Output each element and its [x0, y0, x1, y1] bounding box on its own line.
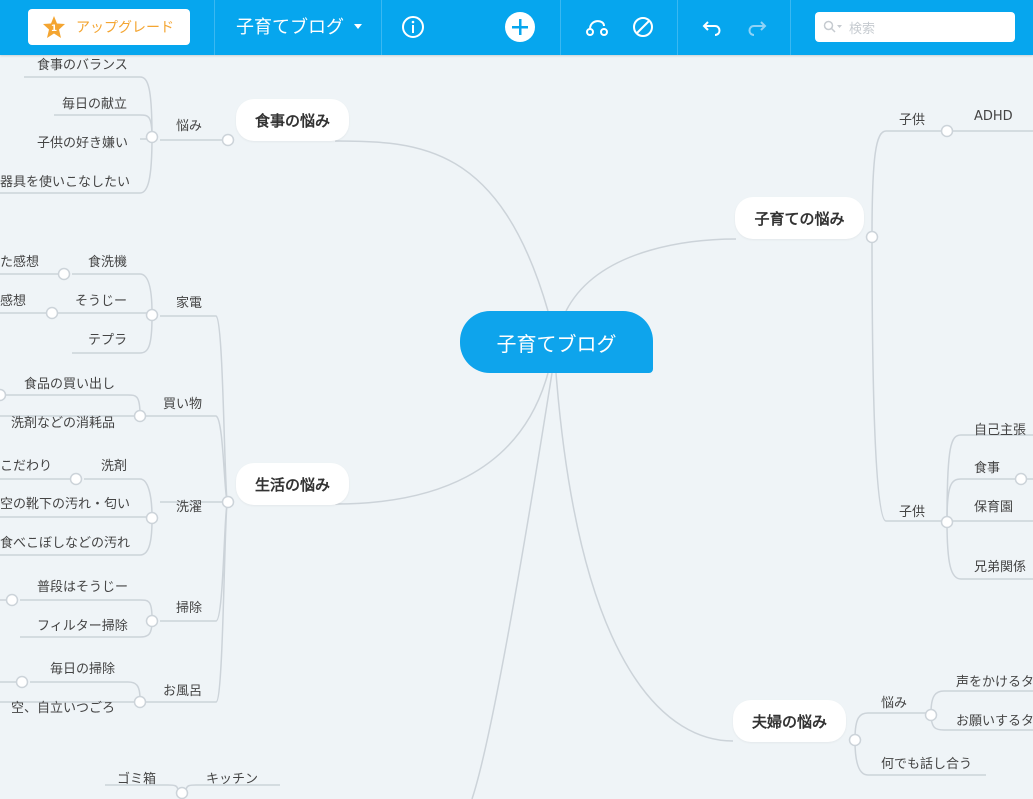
- connector-dot: [0, 388, 7, 402]
- node-siblings[interactable]: 兄弟関係: [974, 560, 1027, 575]
- connector-dot: [45, 306, 59, 320]
- upgrade-button[interactable]: 1 アップグレード: [28, 9, 190, 45]
- topic-life-worries[interactable]: 生活の悩み: [236, 463, 349, 505]
- node-consumables[interactable]: 洗剤などの消耗品: [11, 416, 116, 431]
- node-kitchen-tools[interactable]: 器具を使いこなしたい: [0, 175, 131, 190]
- node-dishwasher-impression[interactable]: た感想: [0, 255, 40, 270]
- toolbar: 1 アップグレード 子育てブログ 検索: [0, 0, 1033, 55]
- toolbar-divider: [677, 0, 678, 55]
- node-tepra[interactable]: テプラ: [88, 333, 128, 348]
- connector-dot: [865, 230, 879, 244]
- map-title-dropdown[interactable]: 子育てブログ: [236, 13, 362, 39]
- node-vacuum-impression[interactable]: 感想: [0, 294, 27, 309]
- topic-couple-worries[interactable]: 夫婦の悩み: [733, 700, 846, 742]
- connector-dot: [1014, 472, 1028, 486]
- chevron-down-icon: [354, 23, 362, 29]
- svg-text:1: 1: [51, 24, 57, 34]
- node-child[interactable]: 子供: [899, 113, 926, 128]
- node-grocery[interactable]: 食品の買い出し: [24, 377, 116, 392]
- root-topic[interactable]: 子育てブログ: [460, 311, 653, 373]
- mindmap-canvas[interactable]: 子育てブログ 食事の悩み 生活の悩み 子育ての悩み 夫婦の悩み 悩み 食事のバラ…: [0, 55, 1033, 799]
- node-calling-timing[interactable]: 声をかけるタ: [956, 675, 1033, 690]
- undo-icon[interactable]: [699, 13, 727, 41]
- search-icon: [823, 20, 842, 33]
- connector-dot: [69, 472, 83, 486]
- node-laundry[interactable]: 洗濯: [176, 500, 203, 515]
- block-icon[interactable]: [629, 13, 657, 41]
- node-nursery[interactable]: 保育園: [974, 500, 1014, 515]
- connector-dot: [848, 733, 862, 747]
- node-kitchen[interactable]: キッチン: [206, 772, 259, 787]
- connector-dot: [145, 130, 159, 144]
- connector-dot: [175, 786, 189, 799]
- node-daily-menu[interactable]: 毎日の献立: [62, 97, 128, 112]
- node-appliances[interactable]: 家電: [176, 296, 203, 311]
- node-trash-can[interactable]: ゴミ箱: [117, 772, 157, 787]
- connector-dot: [940, 515, 954, 529]
- node-cleaning[interactable]: 掃除: [176, 601, 203, 616]
- map-title: 子育てブログ: [236, 17, 344, 38]
- topic-food-worries[interactable]: 食事の悩み: [236, 99, 349, 141]
- node-adhd[interactable]: ADHD: [974, 109, 1013, 124]
- upgrade-label: アップグレード: [76, 20, 174, 36]
- node-detergent[interactable]: 洗剤: [101, 459, 128, 474]
- search-placeholder: 検索: [849, 21, 876, 37]
- connector-dot: [221, 133, 235, 147]
- node-independence[interactable]: 空、自立いつごろ: [11, 701, 116, 716]
- node-sock-stains[interactable]: 空の靴下の汚れ・匂い: [0, 497, 131, 512]
- node-worry[interactable]: 悩み: [881, 696, 908, 711]
- node-daily-vacuum[interactable]: 普段はそうじー: [37, 580, 129, 595]
- info-icon[interactable]: [399, 13, 427, 41]
- toolbar-divider: [214, 0, 215, 55]
- node-daily-cleaning[interactable]: 毎日の掃除: [50, 662, 116, 677]
- node-vacuum[interactable]: そうじー: [75, 294, 128, 309]
- connector-dot: [145, 614, 159, 628]
- node-child[interactable]: 子供: [899, 505, 926, 520]
- connect-icon[interactable]: [583, 13, 611, 41]
- add-icon[interactable]: [504, 11, 536, 43]
- node-food-stains[interactable]: 食べこぼしなどの汚れ: [0, 536, 131, 551]
- node-filter-cleaning[interactable]: フィルター掃除: [37, 619, 128, 634]
- connector-dot: [145, 308, 159, 322]
- toolbar-divider: [381, 0, 382, 55]
- connector-dot: [57, 267, 71, 281]
- node-asking-timing[interactable]: お願いするタ: [956, 714, 1033, 729]
- node-dishwasher[interactable]: 食洗機: [88, 255, 128, 270]
- node-shopping[interactable]: 買い物: [163, 397, 203, 412]
- toolbar-divider: [790, 0, 791, 55]
- topic-childcare-worries[interactable]: 子育ての悩み: [735, 197, 864, 239]
- redo-icon[interactable]: [742, 13, 770, 41]
- connector-dot: [133, 695, 147, 709]
- connector-dot: [924, 708, 938, 722]
- connector-dot: [133, 409, 147, 423]
- node-self-assertion[interactable]: 自己主張: [974, 423, 1027, 438]
- connector-dot: [15, 675, 29, 689]
- connector-dot: [5, 593, 19, 607]
- node-bath[interactable]: お風呂: [163, 684, 203, 699]
- connector-dot: [145, 511, 159, 525]
- star-badge-icon: 1: [43, 16, 65, 38]
- node-meal-balance[interactable]: 食事のバランス: [37, 58, 128, 73]
- node-worry[interactable]: 悩み: [176, 119, 203, 134]
- node-meals[interactable]: 食事: [974, 461, 1001, 476]
- node-talk-everything[interactable]: 何でも話し合う: [881, 757, 973, 772]
- mindmap-links: [0, 76, 1033, 799]
- node-detergent-preference[interactable]: こだわり: [0, 459, 53, 474]
- toolbar-divider: [560, 0, 561, 55]
- connector-dot: [221, 495, 235, 509]
- search-field[interactable]: 検索: [815, 12, 1015, 42]
- node-picky-eating[interactable]: 子供の好き嫌い: [37, 136, 129, 151]
- connector-dot: [940, 124, 954, 138]
